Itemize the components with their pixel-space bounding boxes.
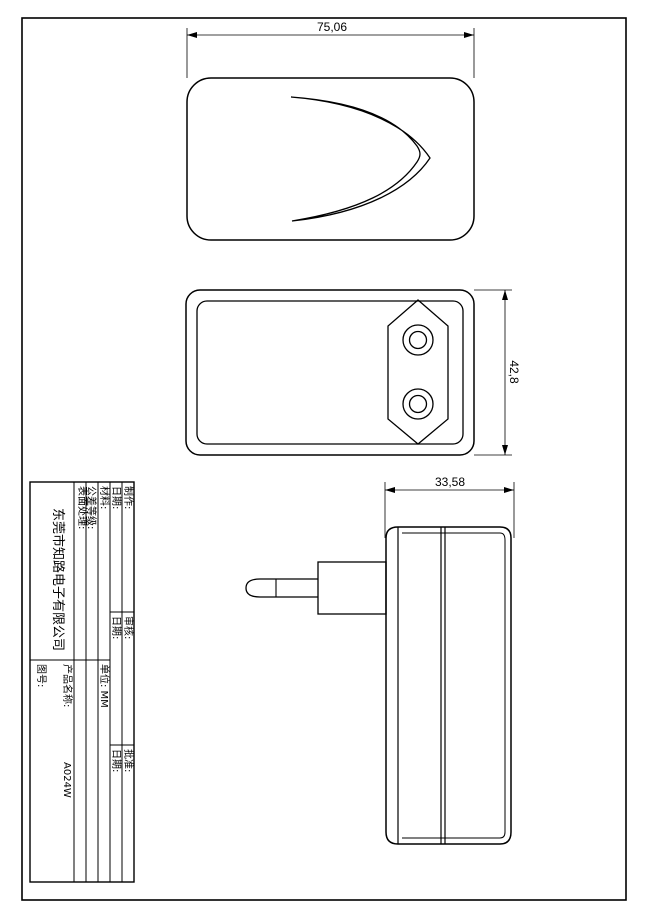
title-block [29, 481, 135, 883]
tb-checked-by-label: 审核: [122, 616, 135, 639]
tb-tolerance-grade-label: 公差等级: [85, 486, 98, 529]
tb-date-2-label: 日期: [110, 616, 122, 639]
pin-lower-inner [408, 394, 428, 414]
tb-surface-treatment-label: 表面处理: [76, 486, 89, 529]
tb-drawing-no-label: 图号: [35, 664, 47, 687]
top-view [186, 28, 475, 241]
dim-width-label: 75,06 [317, 20, 347, 34]
tb-company: 东莞市知路电子有限公司 [50, 508, 66, 651]
pin-upper-outer [402, 324, 434, 356]
front-view [185, 289, 512, 456]
top-view-body [186, 77, 475, 241]
tb-date-1-label: 日期: [110, 486, 122, 509]
crescent-logo [290, 96, 431, 222]
front-view-body-outer [185, 289, 475, 456]
tb-date-3-label: 日期: [110, 749, 122, 772]
pin-upper-inner [408, 330, 428, 350]
tb-unit-label: 单位: MM [98, 664, 111, 708]
dim-height-label: 42,8 [507, 360, 521, 384]
side-view [245, 482, 515, 845]
tb-model-value: A024W [61, 762, 72, 798]
side-view-housing [385, 526, 512, 845]
tb-material-label: 材料: [98, 486, 111, 509]
plug-base [317, 561, 387, 615]
plug-pin [245, 578, 318, 598]
dim-depth-label: 33,58 [435, 475, 465, 489]
pin-lower-outer [402, 388, 434, 420]
tb-approved-by-label: 批准: [122, 749, 135, 772]
tb-drawn-by-label: 制作: [122, 486, 135, 509]
tb-product-name-label: 产品名称: [61, 664, 74, 707]
front-view-body-inner [196, 300, 464, 445]
plug-socket-outline [387, 299, 449, 445]
drawing-frame [21, 17, 627, 901]
